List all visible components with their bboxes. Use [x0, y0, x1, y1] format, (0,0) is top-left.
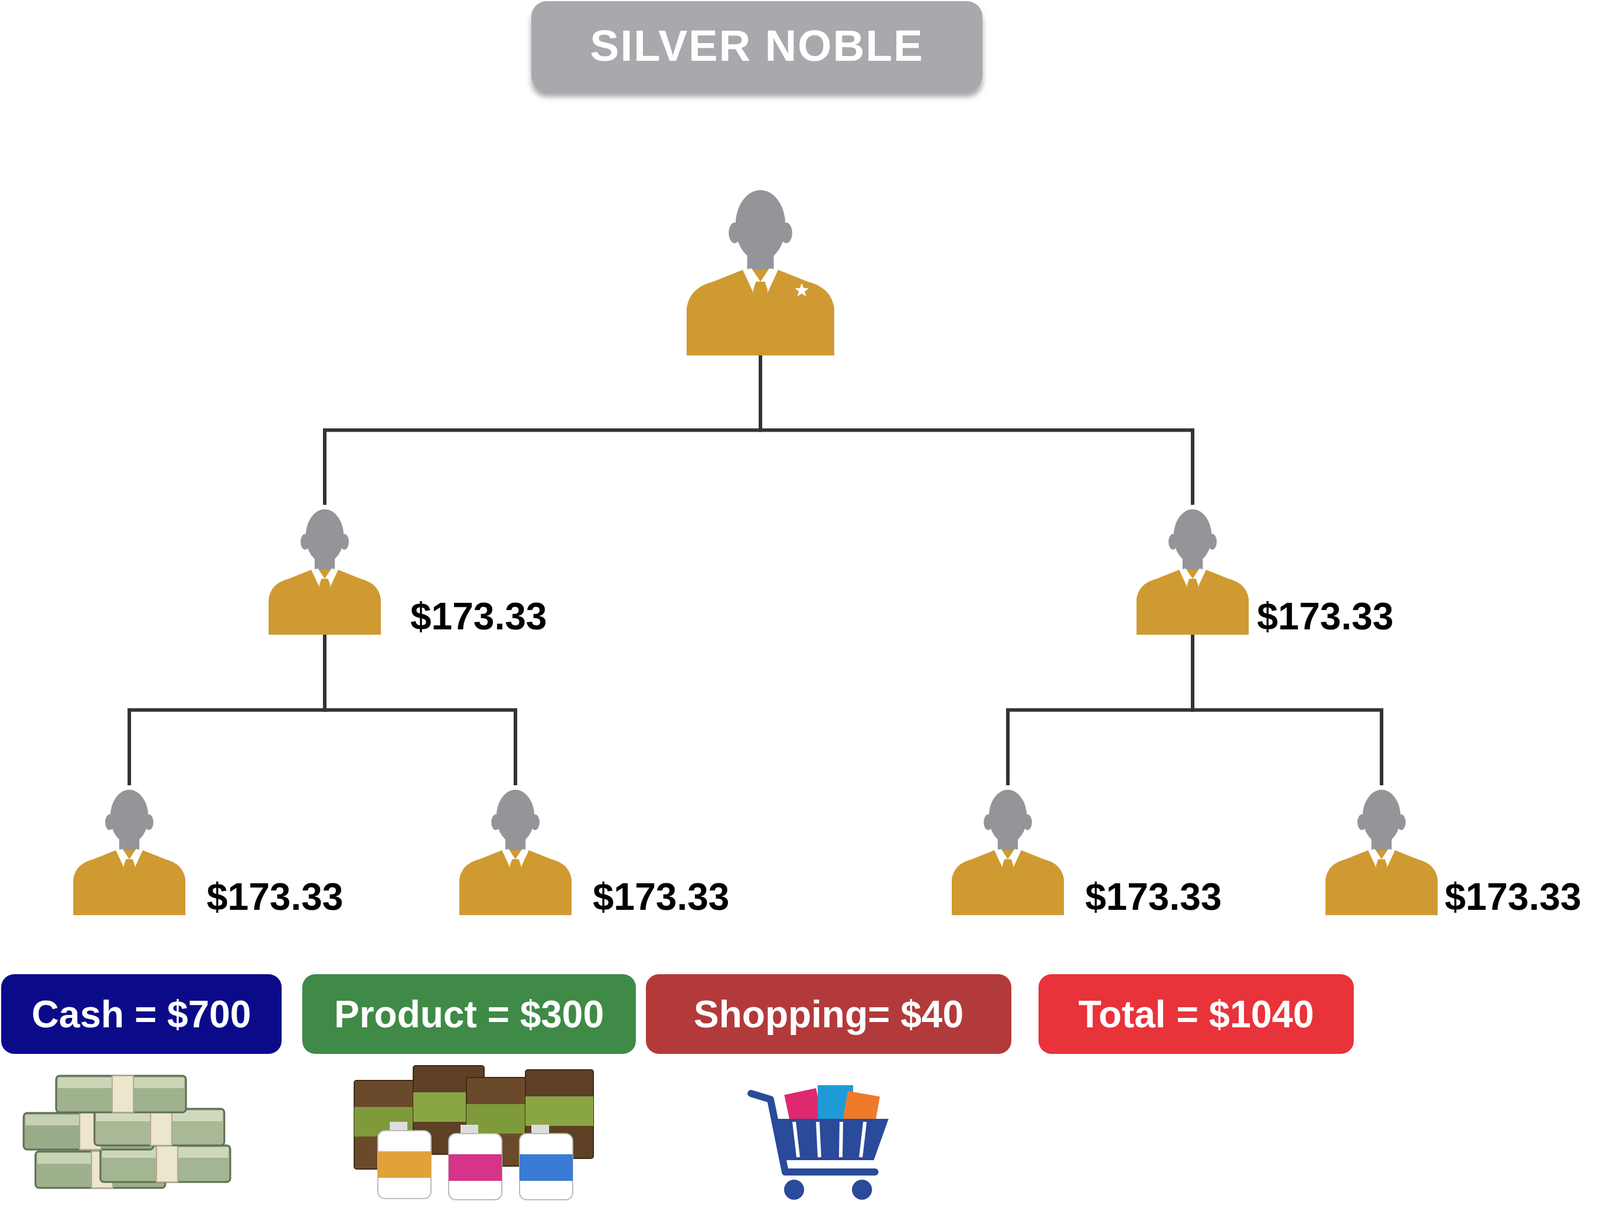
money-bundle	[156, 1145, 178, 1182]
tree-connector	[324, 355, 761, 505]
title-text: SILVER NOBLE	[589, 24, 924, 68]
tree-connector	[129, 634, 325, 786]
member-icon	[73, 785, 186, 916]
body	[1136, 569, 1249, 635]
tea-box	[525, 1096, 594, 1126]
cash-stack	[23, 1075, 231, 1188]
tie	[1187, 578, 1199, 604]
member-icon	[459, 785, 572, 916]
title-box: SILVER NOBLE	[531, 1, 983, 91]
tie	[753, 281, 769, 315]
commission-amount: $173.33	[1444, 877, 1582, 916]
member-icon	[1325, 785, 1438, 916]
body	[268, 569, 381, 635]
supplement-bottle	[448, 1124, 502, 1200]
commission-amount: $173.33	[1085, 877, 1222, 916]
tie	[510, 859, 522, 884]
money-bundle	[100, 1145, 231, 1182]
head	[988, 789, 1028, 844]
money-bundle	[150, 1108, 172, 1146]
bonus-box: Shopping= $40	[645, 974, 1012, 1054]
supplement-bottle	[519, 1133, 573, 1200]
bonus-box: Product = $300	[302, 974, 636, 1054]
bonus-amount: Product = $300	[334, 995, 604, 1034]
tie	[1376, 859, 1388, 884]
money-bundle	[100, 1145, 231, 1182]
member-icon	[686, 184, 835, 356]
commission-amount: $173.33	[206, 877, 344, 916]
money-bundle	[56, 1075, 186, 1113]
supplement-bottle	[519, 1124, 573, 1200]
member-figure: $173.33	[268, 504, 381, 635]
head	[496, 789, 535, 844]
shopping-cart	[772, 1118, 889, 1161]
body	[686, 269, 835, 356]
body	[1325, 850, 1438, 916]
head	[1362, 789, 1402, 844]
bonus-box: Cash = $700	[1, 974, 282, 1054]
money-bundle	[112, 1075, 134, 1113]
commission-amount: $173.33	[1256, 597, 1394, 636]
money-bundle	[56, 1075, 186, 1113]
member-figure: $173.33	[951, 785, 1064, 916]
supplement-bottle	[448, 1133, 502, 1200]
supplement-bottle	[377, 1151, 431, 1178]
member-icon	[1136, 504, 1249, 635]
head	[735, 190, 786, 261]
shopping-cart	[750, 1085, 889, 1200]
supplement-bottle	[519, 1154, 573, 1181]
money-bundle	[94, 1108, 225, 1146]
body	[73, 850, 186, 916]
tree-connector	[1007, 634, 1193, 786]
member-figure: $173.33	[73, 785, 186, 916]
member-figure: $173.33	[1325, 785, 1438, 916]
product-pack	[354, 1065, 594, 1200]
member-icon	[951, 785, 1064, 916]
bonus-amount: Shopping= $40	[693, 995, 964, 1034]
commission-amount: $173.33	[592, 877, 730, 916]
head	[1173, 509, 1213, 564]
supplement-bottle	[448, 1154, 502, 1181]
supplement-bottle	[377, 1130, 431, 1199]
tie	[319, 578, 331, 604]
commission-amount: $173.33	[410, 597, 547, 636]
member-figure: $173.33	[1136, 504, 1249, 635]
tie	[123, 859, 136, 884]
lapel-star	[794, 283, 809, 297]
tree-connector	[324, 634, 516, 786]
member-figure: $173.33	[459, 785, 572, 916]
tie	[1002, 859, 1014, 884]
body	[459, 850, 572, 916]
shopping-cart	[784, 1179, 805, 1200]
shopping-cart	[851, 1179, 873, 1200]
member-icon	[268, 504, 381, 635]
supplement-bottle	[377, 1121, 431, 1199]
head	[305, 509, 345, 564]
tree-connector	[760, 355, 1193, 505]
body	[951, 850, 1064, 916]
money-bundle	[94, 1108, 225, 1146]
member-figure	[686, 184, 835, 356]
bonus-amount: Total = $1040	[1078, 995, 1314, 1034]
bonus-box: Total = $1040	[1038, 974, 1354, 1054]
bonus-amount: Cash = $700	[31, 995, 252, 1034]
tree-connector	[1192, 634, 1382, 786]
head	[110, 789, 149, 844]
shopping-cart	[794, 1121, 865, 1158]
